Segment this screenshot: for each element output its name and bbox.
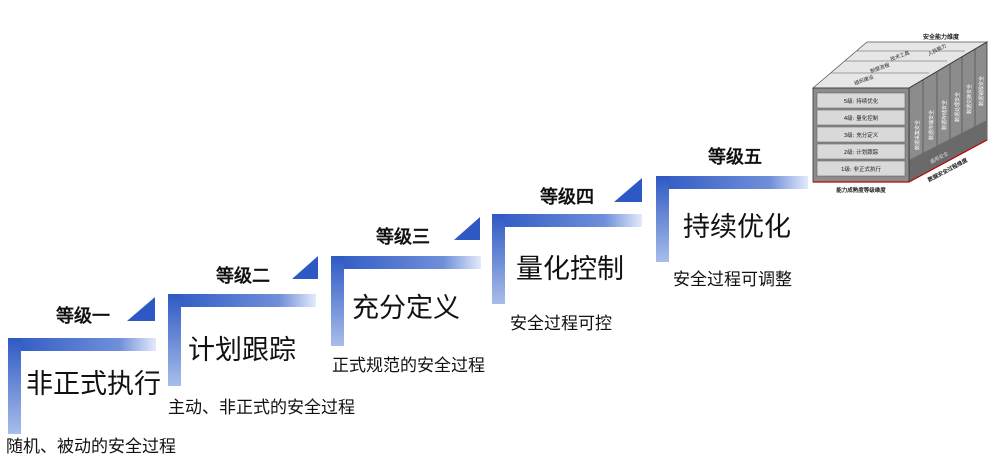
step-5-level: 等级五 xyxy=(708,147,762,168)
step-4-level: 等级四 xyxy=(540,187,594,208)
step-2-desc: 主动、非正式的安全过程 xyxy=(168,398,355,418)
maturity-cube: 安全能力维度 组织建设 制度流程 技术工具 人员能力 数据采集安全 数据传输安全… xyxy=(811,33,989,194)
step-5-title: 持续优化 xyxy=(683,212,791,243)
cube-row-3: 3级: 充分定义 xyxy=(844,131,879,139)
step-3-triangle xyxy=(454,217,480,240)
step-4-title: 量化控制 xyxy=(516,254,624,285)
cube-row-1: 1级: 非正式执行 xyxy=(841,165,882,173)
step-1-desc: 随机、被动的安全过程 xyxy=(6,437,176,457)
cube-side-item-1: 数据采集安全 xyxy=(914,120,921,150)
cube-front-label: 能力成熟度等级维度 xyxy=(836,186,886,194)
step-5-desc: 安全过程可调整 xyxy=(673,270,792,290)
step-4-desc: 安全过程可控 xyxy=(510,314,612,334)
step-3-title: 充分定义 xyxy=(352,293,460,324)
cube-side-item-6: 数据销毁安全 xyxy=(978,76,985,106)
cube-side-item-2: 数据传输安全 xyxy=(928,110,935,140)
step-1-left-bar xyxy=(8,338,21,434)
step-3-left-bar xyxy=(331,256,344,346)
cube-side-item-3: 数据存储安全 xyxy=(941,100,948,130)
step-3-level: 等级三 xyxy=(376,227,430,248)
cube-row-2: 2级: 计划跟踪 xyxy=(844,148,879,156)
step-1-title: 非正式执行 xyxy=(26,369,161,400)
step-1-level: 等级一 xyxy=(56,306,110,327)
step-2-title: 计划跟踪 xyxy=(188,335,296,366)
step-4-top-bar xyxy=(492,214,642,227)
cube-top-label: 安全能力维度 xyxy=(923,33,960,41)
cube-row-4: 4级: 量化控制 xyxy=(844,114,879,122)
step-1-triangle xyxy=(127,297,155,321)
step-4-left-bar xyxy=(492,214,505,304)
step-5-top-bar xyxy=(656,176,808,189)
cube-row-5: 5级: 持续优化 xyxy=(844,97,879,105)
step-3-top-bar xyxy=(331,256,481,269)
step-2-triangle xyxy=(292,256,318,279)
step-4-triangle xyxy=(614,178,642,202)
step-2-top-bar xyxy=(168,294,316,307)
step-1-top-bar xyxy=(8,338,156,351)
cube-side-item-5: 数据交换安全 xyxy=(966,84,973,114)
cube-side-item-4: 数据处理安全 xyxy=(954,92,961,122)
step-5-left-bar xyxy=(656,176,669,262)
step-2-level: 等级二 xyxy=(216,266,270,287)
step-3-desc: 正式规范的安全过程 xyxy=(332,356,485,376)
step-2-left-bar xyxy=(168,294,181,386)
